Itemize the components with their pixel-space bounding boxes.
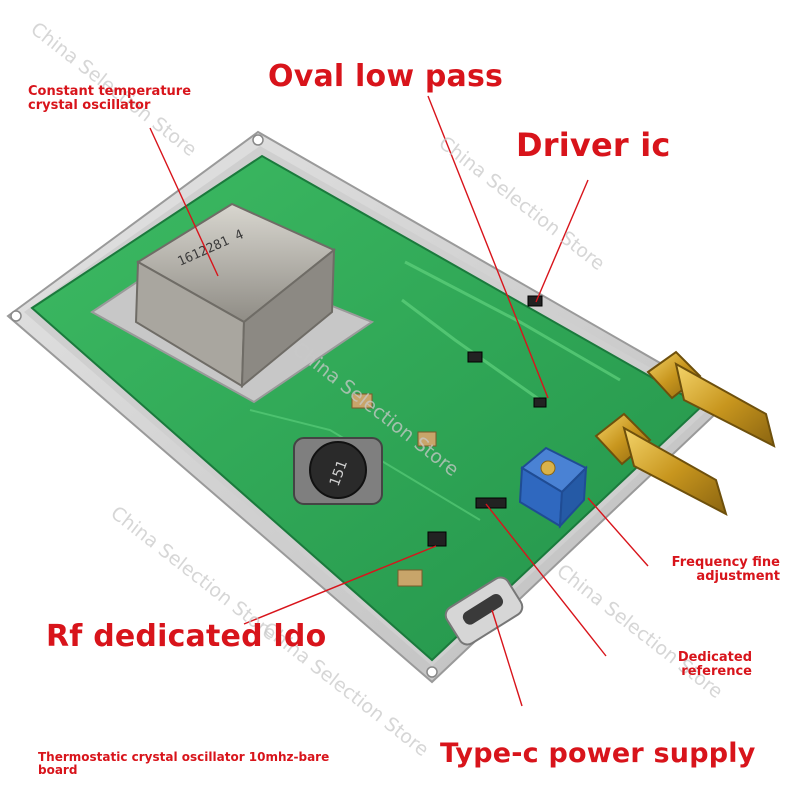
label-product-name: Thermostatic crystal oscillator 10mhz-ba… (38, 750, 330, 778)
trimmer-potentiometer (518, 446, 588, 529)
sma-connector-bottom (594, 412, 728, 516)
label-frequency-fine-adjustment: Frequency fine adjustment (671, 555, 780, 585)
label-oval-low-pass: Oval low pass (268, 59, 504, 94)
label-dedicated-reference: Dedicated reference (677, 650, 752, 680)
smd-components (351, 295, 547, 587)
pointer-lines (149, 95, 649, 707)
label-type-c-power: Type-c power supply (440, 738, 756, 769)
ocxo-module: 1612281 4 (134, 202, 336, 389)
label-driver-ic: Driver ic (516, 126, 671, 164)
power-inductor: 151 (293, 437, 383, 505)
sma-connector-top (646, 350, 776, 448)
label-rf-ldo: Rf dedicated ldo (46, 619, 327, 654)
label-ocxo: Constant temperature crystal oscillator (28, 84, 192, 114)
usb-c-connector (444, 576, 524, 646)
